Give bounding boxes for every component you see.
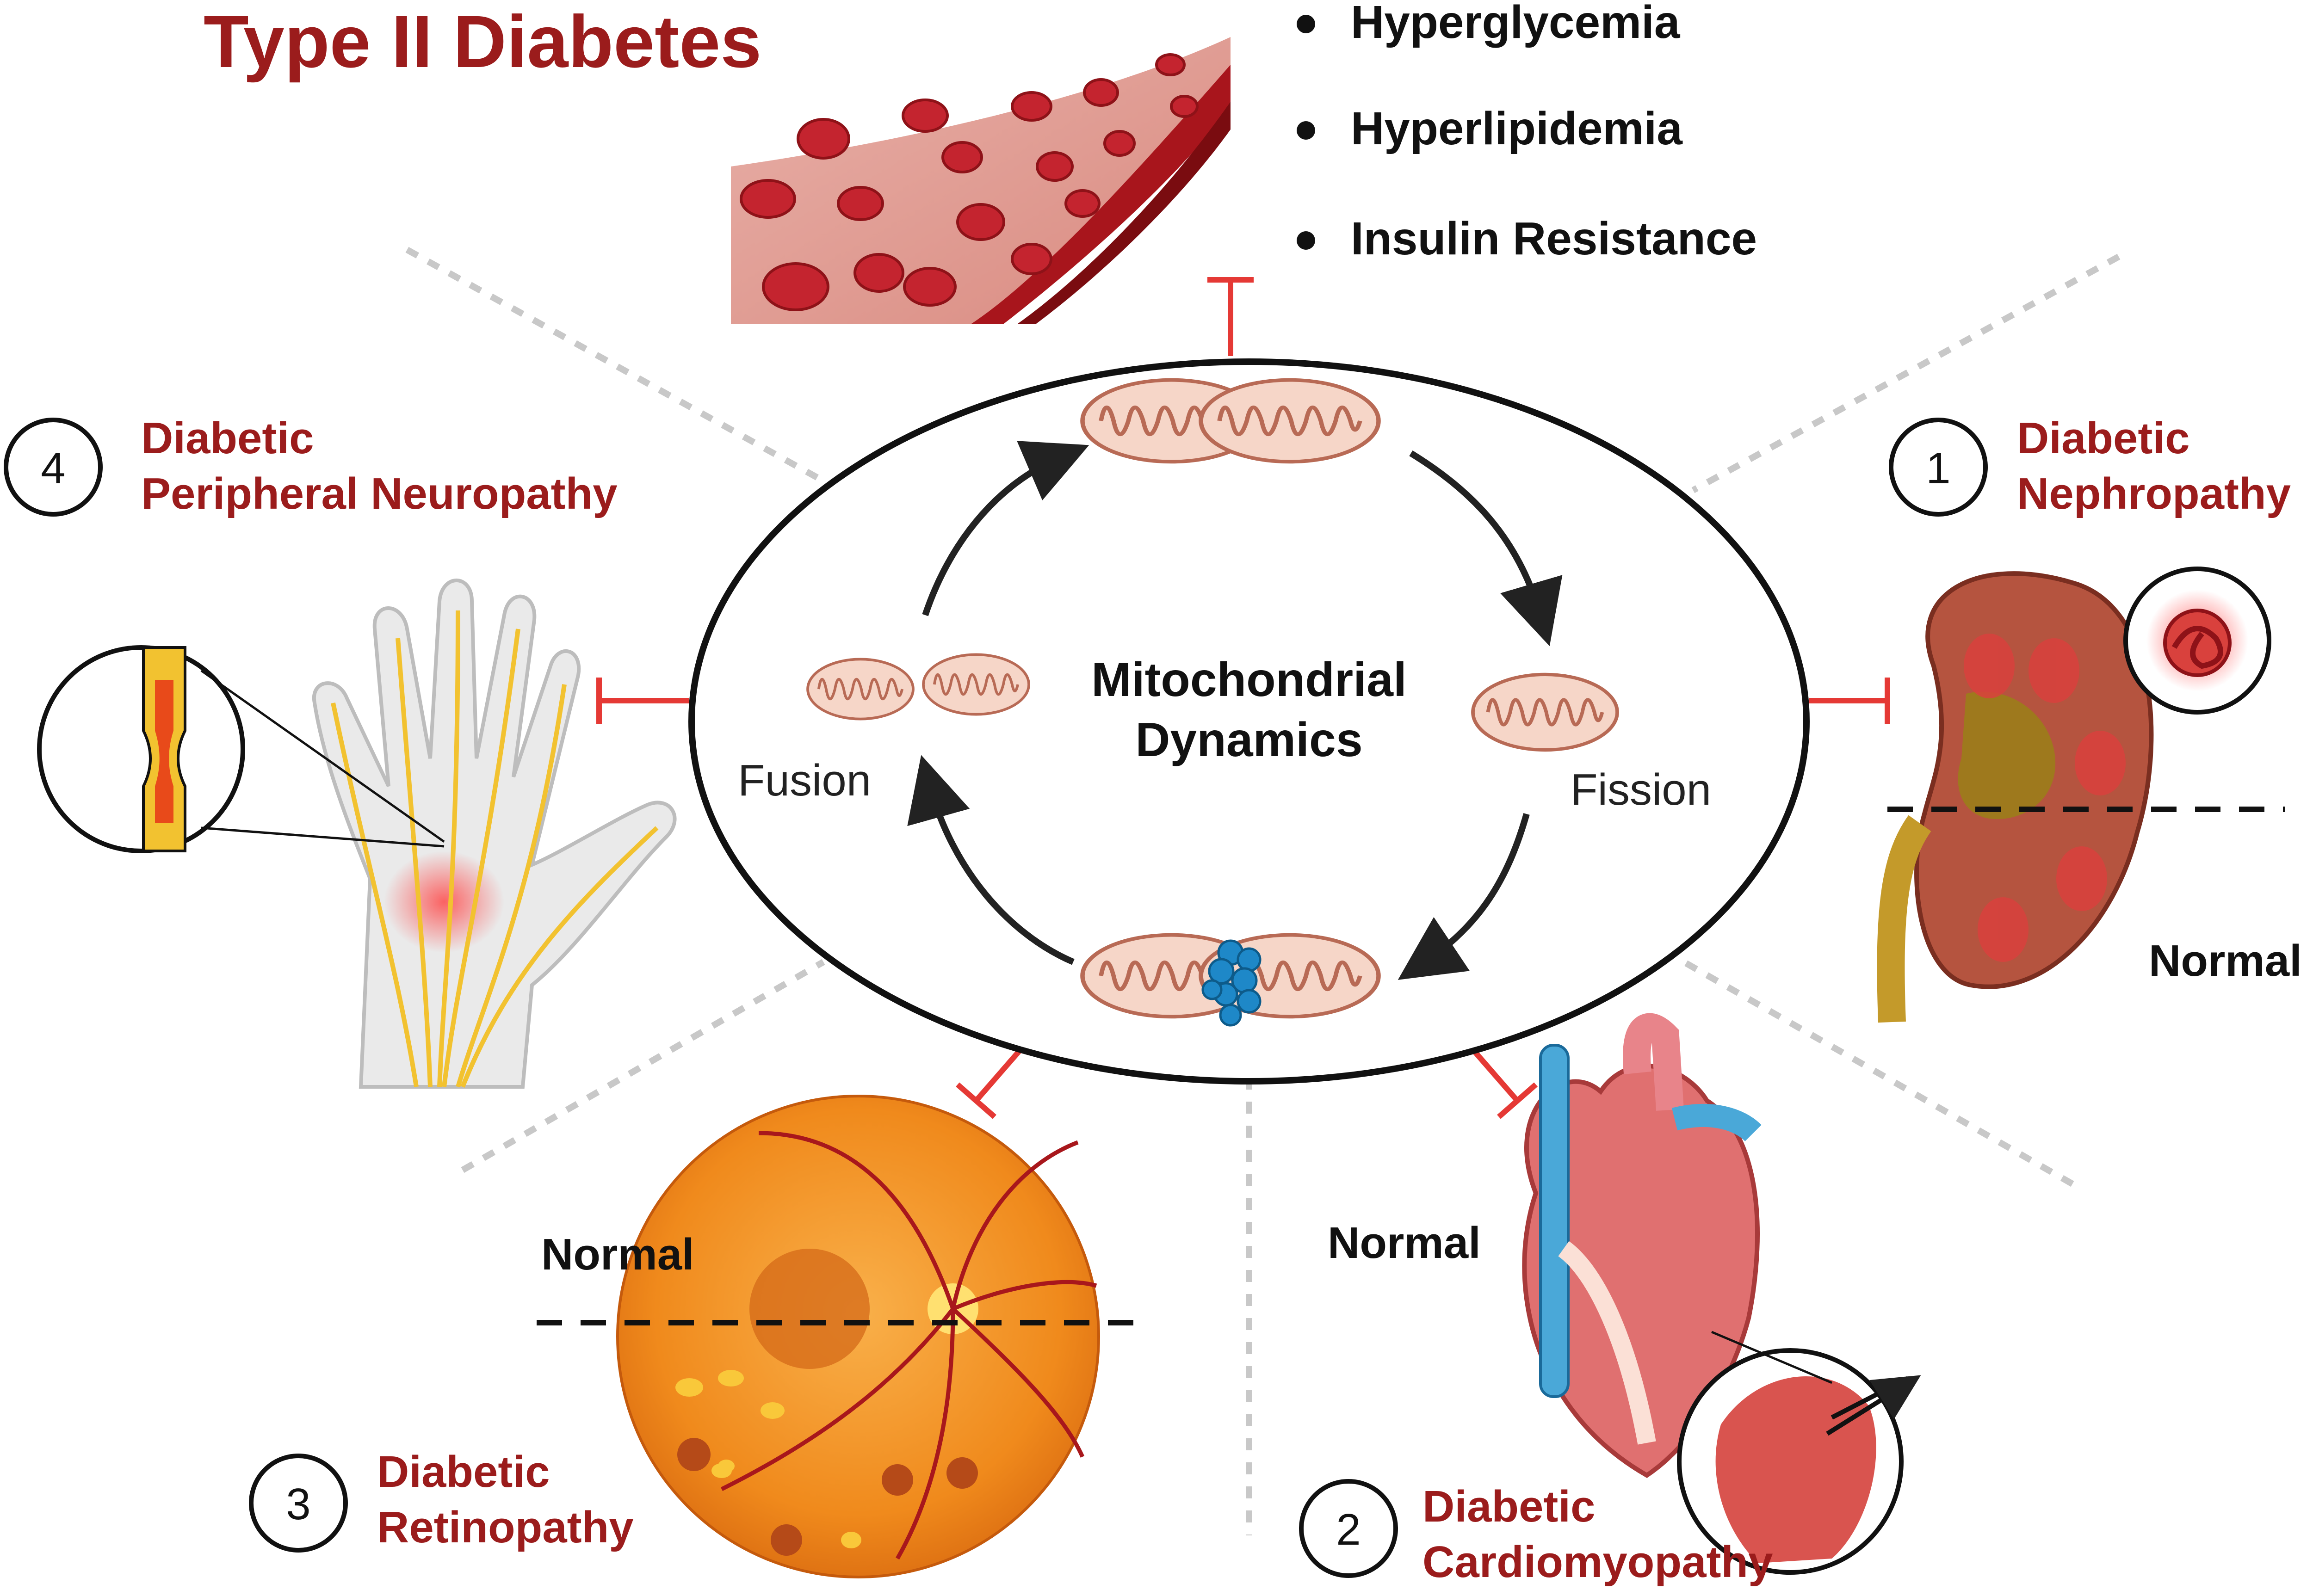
number-1-text: 1 bbox=[1926, 444, 1950, 493]
cycle-arrows bbox=[907, 441, 1563, 980]
number-4-text: 4 bbox=[41, 444, 65, 493]
cardiomyopathy-panel: Normal 2 Diabetic Cardiomyopathy bbox=[1299, 1013, 1921, 1587]
drp1-cluster bbox=[1201, 939, 1262, 1027]
cardiomyopathy-label-line1: Diabetic bbox=[1422, 1482, 1595, 1531]
dotted-guides bbox=[405, 246, 2121, 1535]
page-title: Type II Diabetes bbox=[204, 0, 761, 83]
inhibition-markers bbox=[596, 277, 1890, 1119]
risk-factor-hyperglycemia: Hyperglycemia bbox=[1351, 0, 1681, 48]
nephropathy-normal-label: Normal bbox=[2149, 936, 2302, 986]
retinopathy-normal-label: Normal bbox=[541, 1230, 694, 1279]
number-badge-1 bbox=[1889, 418, 1988, 517]
number-badge-3 bbox=[249, 1454, 348, 1553]
neuropathy-label-line1: Diabetic bbox=[141, 413, 314, 463]
risk-factor-insulin-resistance: Insulin Resistance bbox=[1351, 213, 1757, 265]
number-2-text: 2 bbox=[1336, 1505, 1361, 1554]
center-label-line1: Mitochondrial bbox=[1091, 653, 1407, 707]
risk-factor-list: Hyperglycemia Hyperlipidemia Insulin Res… bbox=[1297, 0, 1757, 265]
nerve-zoom-icon bbox=[37, 645, 245, 853]
number-3-text: 3 bbox=[286, 1479, 310, 1529]
nephropathy-label-line1: Diabetic bbox=[2017, 413, 2189, 463]
hand-icon bbox=[312, 579, 677, 1089]
retinopathy-panel: Normal 3 Diabetic Retinopathy bbox=[249, 1095, 1143, 1578]
nephropathy-panel: 1 Diabetic Nephropathy Normal bbox=[1877, 413, 2302, 1023]
fused-mitochondrion bbox=[1473, 674, 1617, 750]
fusion-label: Fusion bbox=[738, 756, 871, 805]
retinopathy-label-line2: Retinopathy bbox=[377, 1503, 634, 1552]
nephropathy-label-line2: Nephropathy bbox=[2017, 469, 2291, 518]
blood-vessel-illustration bbox=[731, 37, 1231, 324]
center-label-line2: Dynamics bbox=[1135, 713, 1362, 767]
cardiomyopathy-normal-label: Normal bbox=[1328, 1218, 1481, 1268]
risk-factor-hyperlipidemia: Hyperlipidemia bbox=[1351, 103, 1683, 154]
fission-label: Fission bbox=[1571, 765, 1711, 814]
number-badge-2 bbox=[1299, 1479, 1398, 1578]
neuropathy-panel: 4 Diabetic Peripheral Neuropathy bbox=[4, 413, 677, 1089]
neuropathy-label-line2: Peripheral Neuropathy bbox=[141, 469, 618, 518]
mitochondrial-cycle-ellipse bbox=[688, 358, 1810, 1085]
cardiomyopathy-label-line2: Cardiomyopathy bbox=[1422, 1537, 1773, 1587]
fusing-mitochondria bbox=[1082, 380, 1379, 462]
retinopathy-label-line1: Diabetic bbox=[377, 1447, 550, 1497]
number-badge-4 bbox=[4, 418, 103, 517]
